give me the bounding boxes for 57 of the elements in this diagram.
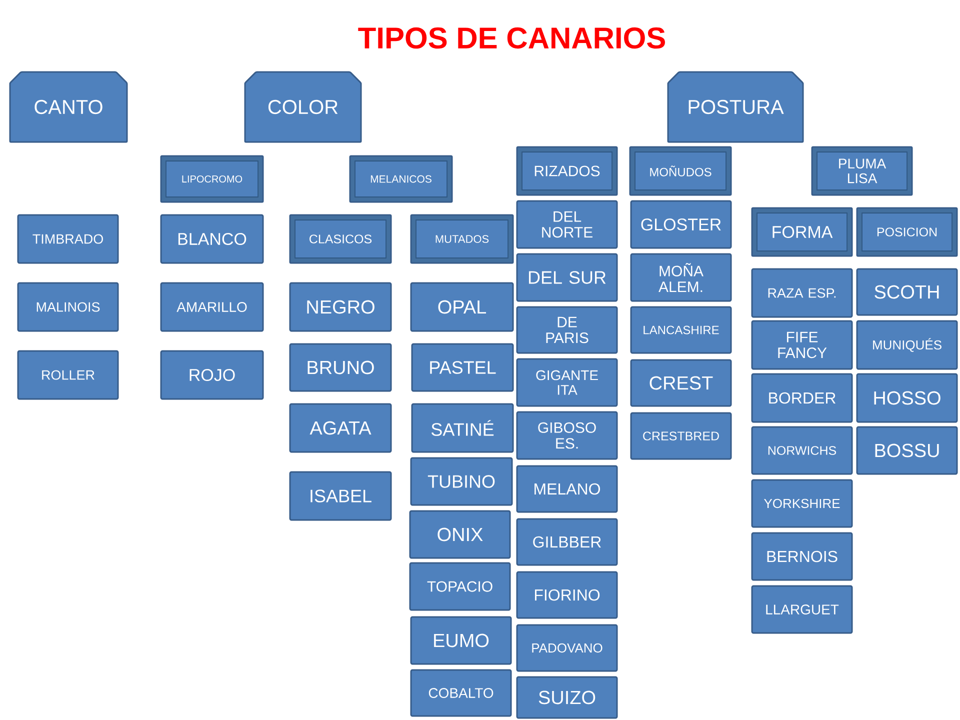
item-box: CRESTBRED	[630, 412, 732, 460]
category-box: POSTURA	[667, 71, 804, 143]
item-box: TIMBRADO	[17, 214, 119, 264]
group-box: RIZADOS	[516, 146, 618, 196]
item-box: LLARGUET	[751, 585, 853, 634]
item-box: PADOVANO	[516, 624, 618, 672]
item-box: NORWICHS	[751, 426, 853, 475]
item-box: ROLLER	[17, 350, 119, 400]
item-box: TUBINO	[410, 457, 513, 506]
item-box: BLANCO	[160, 214, 264, 264]
item-box: AMARILLO	[160, 282, 264, 332]
item-box: FIFE FANCY	[751, 320, 853, 370]
item-box: MUNIQUÉS	[856, 320, 958, 370]
item-box: EUMO	[410, 616, 512, 665]
item-box: GIGANTE ITA	[516, 358, 618, 407]
item-box: SATINÉ	[411, 403, 514, 453]
category-box: COLOR	[244, 71, 362, 143]
item-box: CREST	[630, 359, 732, 407]
item-box: DE PARIS	[516, 306, 618, 354]
title: TIPOS DE CANARIOS	[358, 27, 665, 49]
item-box: ONIX	[409, 510, 511, 559]
item-box: NEGRO	[289, 282, 392, 332]
group-box: PLUMA LISA	[811, 146, 913, 196]
group-box: FORMA	[751, 207, 853, 257]
item-box: SUIZO	[516, 676, 618, 719]
item-box: MELANO	[516, 465, 618, 513]
group-box: MELANICOS	[349, 155, 453, 203]
item-box: GILBBER	[516, 518, 618, 566]
item-box: GLOSTER	[630, 200, 732, 249]
category-box: CANTO	[9, 71, 128, 143]
item-box: GIBOSO ES.	[516, 411, 618, 460]
item-box: COBALTO	[410, 669, 512, 717]
item-box: MOÑA ALEM.	[630, 253, 732, 302]
item-box: DEL SUR	[516, 253, 618, 302]
item-box: FIORINO	[516, 571, 618, 619]
item-box: ISABEL	[289, 471, 392, 521]
group-box: LIPOCROMO	[160, 155, 264, 203]
group-box: POSICION	[856, 207, 958, 257]
item-box: BERNOIS	[751, 532, 853, 581]
item-box: YORKSHIRE	[751, 479, 853, 528]
group-box: MUTADOS	[410, 214, 514, 264]
item-box: TOPACIO	[409, 562, 511, 611]
item-box: BORDER	[751, 373, 853, 423]
item-box: RAZA ESP.	[751, 268, 853, 318]
item-box: DEL NORTE	[516, 200, 618, 249]
item-box: HOSSO	[856, 373, 958, 423]
item-box: PASTEL	[411, 343, 514, 392]
item-box: MALINOIS	[17, 282, 119, 332]
item-box: AGATA	[289, 403, 392, 453]
item-box: BRUNO	[289, 343, 392, 392]
item-box: OPAL	[410, 282, 514, 332]
group-box: CLASICOS	[289, 214, 392, 264]
item-box: ROJO	[160, 350, 264, 400]
item-box: BOSSU	[856, 426, 958, 475]
item-box: SCOTH	[856, 268, 958, 316]
group-box: MOÑUDOS	[629, 146, 732, 196]
item-box: LANCASHIRE	[630, 306, 732, 354]
